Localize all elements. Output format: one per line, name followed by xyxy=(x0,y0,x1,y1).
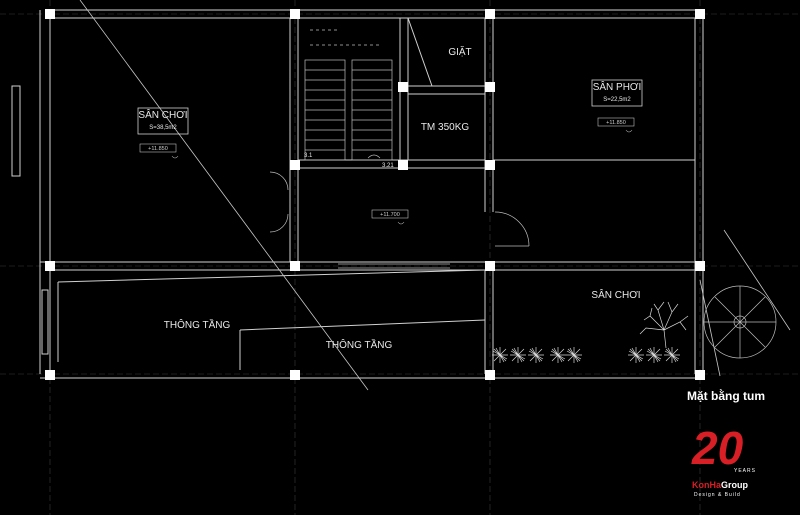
doors xyxy=(269,171,530,269)
plant-icons xyxy=(492,301,689,363)
room-name-elevator: TM 350KG xyxy=(421,122,470,133)
level-san-phoi: +11.850 xyxy=(606,120,626,126)
room-name-boxes xyxy=(137,79,643,135)
walls xyxy=(11,9,704,379)
columns xyxy=(45,9,705,380)
room-name-thong-tang-1: THÔNG TẦNG xyxy=(164,318,231,331)
room-name-giat: GIẶT xyxy=(448,45,471,58)
room-name-san-choi-2: SÂN CHƠI xyxy=(591,288,640,301)
room-area-san-choi-1: S=38,5m2 xyxy=(149,125,177,131)
logo-brand: KonHaGroup xyxy=(692,480,749,490)
tree-icon xyxy=(639,301,689,349)
room-name-san-choi-1: SÂN CHƠI xyxy=(138,108,187,121)
dim-label-2: 3.21 xyxy=(382,163,394,169)
level-hall: +11.700 xyxy=(380,212,400,218)
dim-label-1: 3.1 xyxy=(304,153,313,159)
spiral-stair xyxy=(703,285,777,359)
section-lines xyxy=(79,0,791,391)
room-name-san-phoi: SÂN PHƠI xyxy=(593,80,642,93)
company-logo: 20 YEARS KonHaGroup Design & Build xyxy=(691,422,756,498)
room-area-san-phoi: S=22,5m2 xyxy=(603,97,631,103)
plan-caption: Mặt bằng tum xyxy=(687,388,765,403)
staircase xyxy=(304,29,393,161)
logo-years: YEARS xyxy=(734,468,756,474)
level-san-choi-1: +11.850 xyxy=(148,146,168,152)
logo-number: 20 xyxy=(691,422,744,474)
logo-tagline: Design & Build xyxy=(694,492,741,498)
room-name-thong-tang-2: THÔNG TẦNG xyxy=(326,338,393,351)
level-markers xyxy=(139,117,635,225)
